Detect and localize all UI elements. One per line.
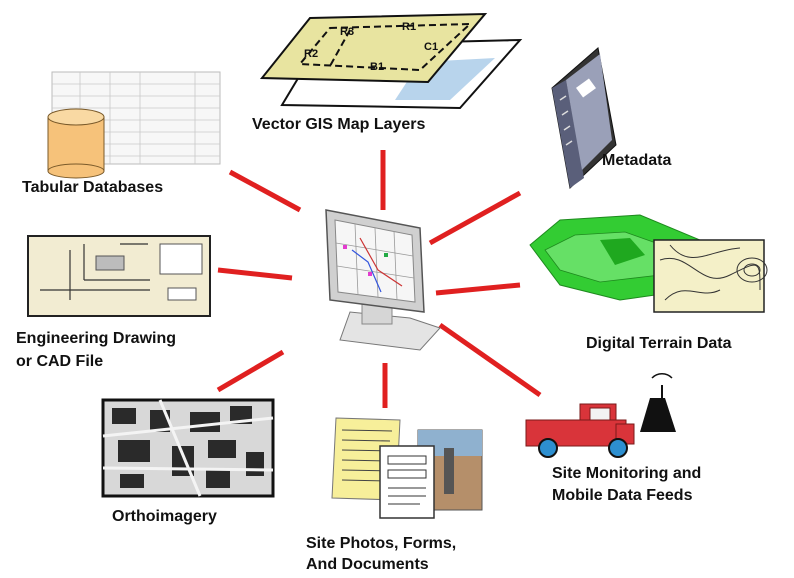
vector-map-layers-icon bbox=[262, 14, 520, 108]
connector-metadata bbox=[430, 193, 520, 243]
monitoring-truck-icon bbox=[526, 374, 676, 457]
connector-terrain bbox=[436, 285, 520, 293]
map-label-c1: C1 bbox=[424, 41, 438, 53]
connector-tabular bbox=[230, 172, 300, 210]
label-digital-terrain-data: Digital Terrain Data bbox=[586, 335, 732, 352]
computer-monitor-icon bbox=[326, 210, 440, 350]
label-metadata: Metadata bbox=[602, 152, 671, 169]
map-label-b1: B1 bbox=[370, 61, 384, 73]
site-documents-icon bbox=[332, 418, 482, 518]
connector-monitoring bbox=[440, 325, 540, 395]
map-label-r1: R1 bbox=[402, 21, 416, 33]
connector-ortho bbox=[218, 352, 283, 390]
label-tabular-databases: Tabular Databases bbox=[22, 179, 163, 196]
tabular-database-icon bbox=[48, 72, 220, 178]
map-label-r2: R2 bbox=[304, 48, 318, 60]
orthoimagery-photo-icon bbox=[103, 400, 273, 496]
label-monitoring-line1: Site Monitoring and bbox=[552, 465, 701, 482]
label-site-line1: Site Photos, Forms, bbox=[306, 535, 456, 552]
label-vector-gis-map-layers: Vector GIS Map Layers bbox=[252, 116, 426, 133]
label-engineering-line2: or CAD File bbox=[16, 353, 103, 370]
terrain-model-icon bbox=[530, 215, 767, 312]
label-monitoring-line2: Mobile Data Feeds bbox=[552, 487, 693, 504]
connector-engineering bbox=[218, 270, 292, 278]
map-label-r3: R3 bbox=[340, 26, 354, 38]
engineering-drawing-icon bbox=[28, 236, 210, 316]
label-engineering-line1: Engineering Drawing bbox=[16, 330, 176, 347]
label-site-line2: And Documents bbox=[306, 556, 429, 573]
label-orthoimagery: Orthoimagery bbox=[112, 508, 217, 525]
